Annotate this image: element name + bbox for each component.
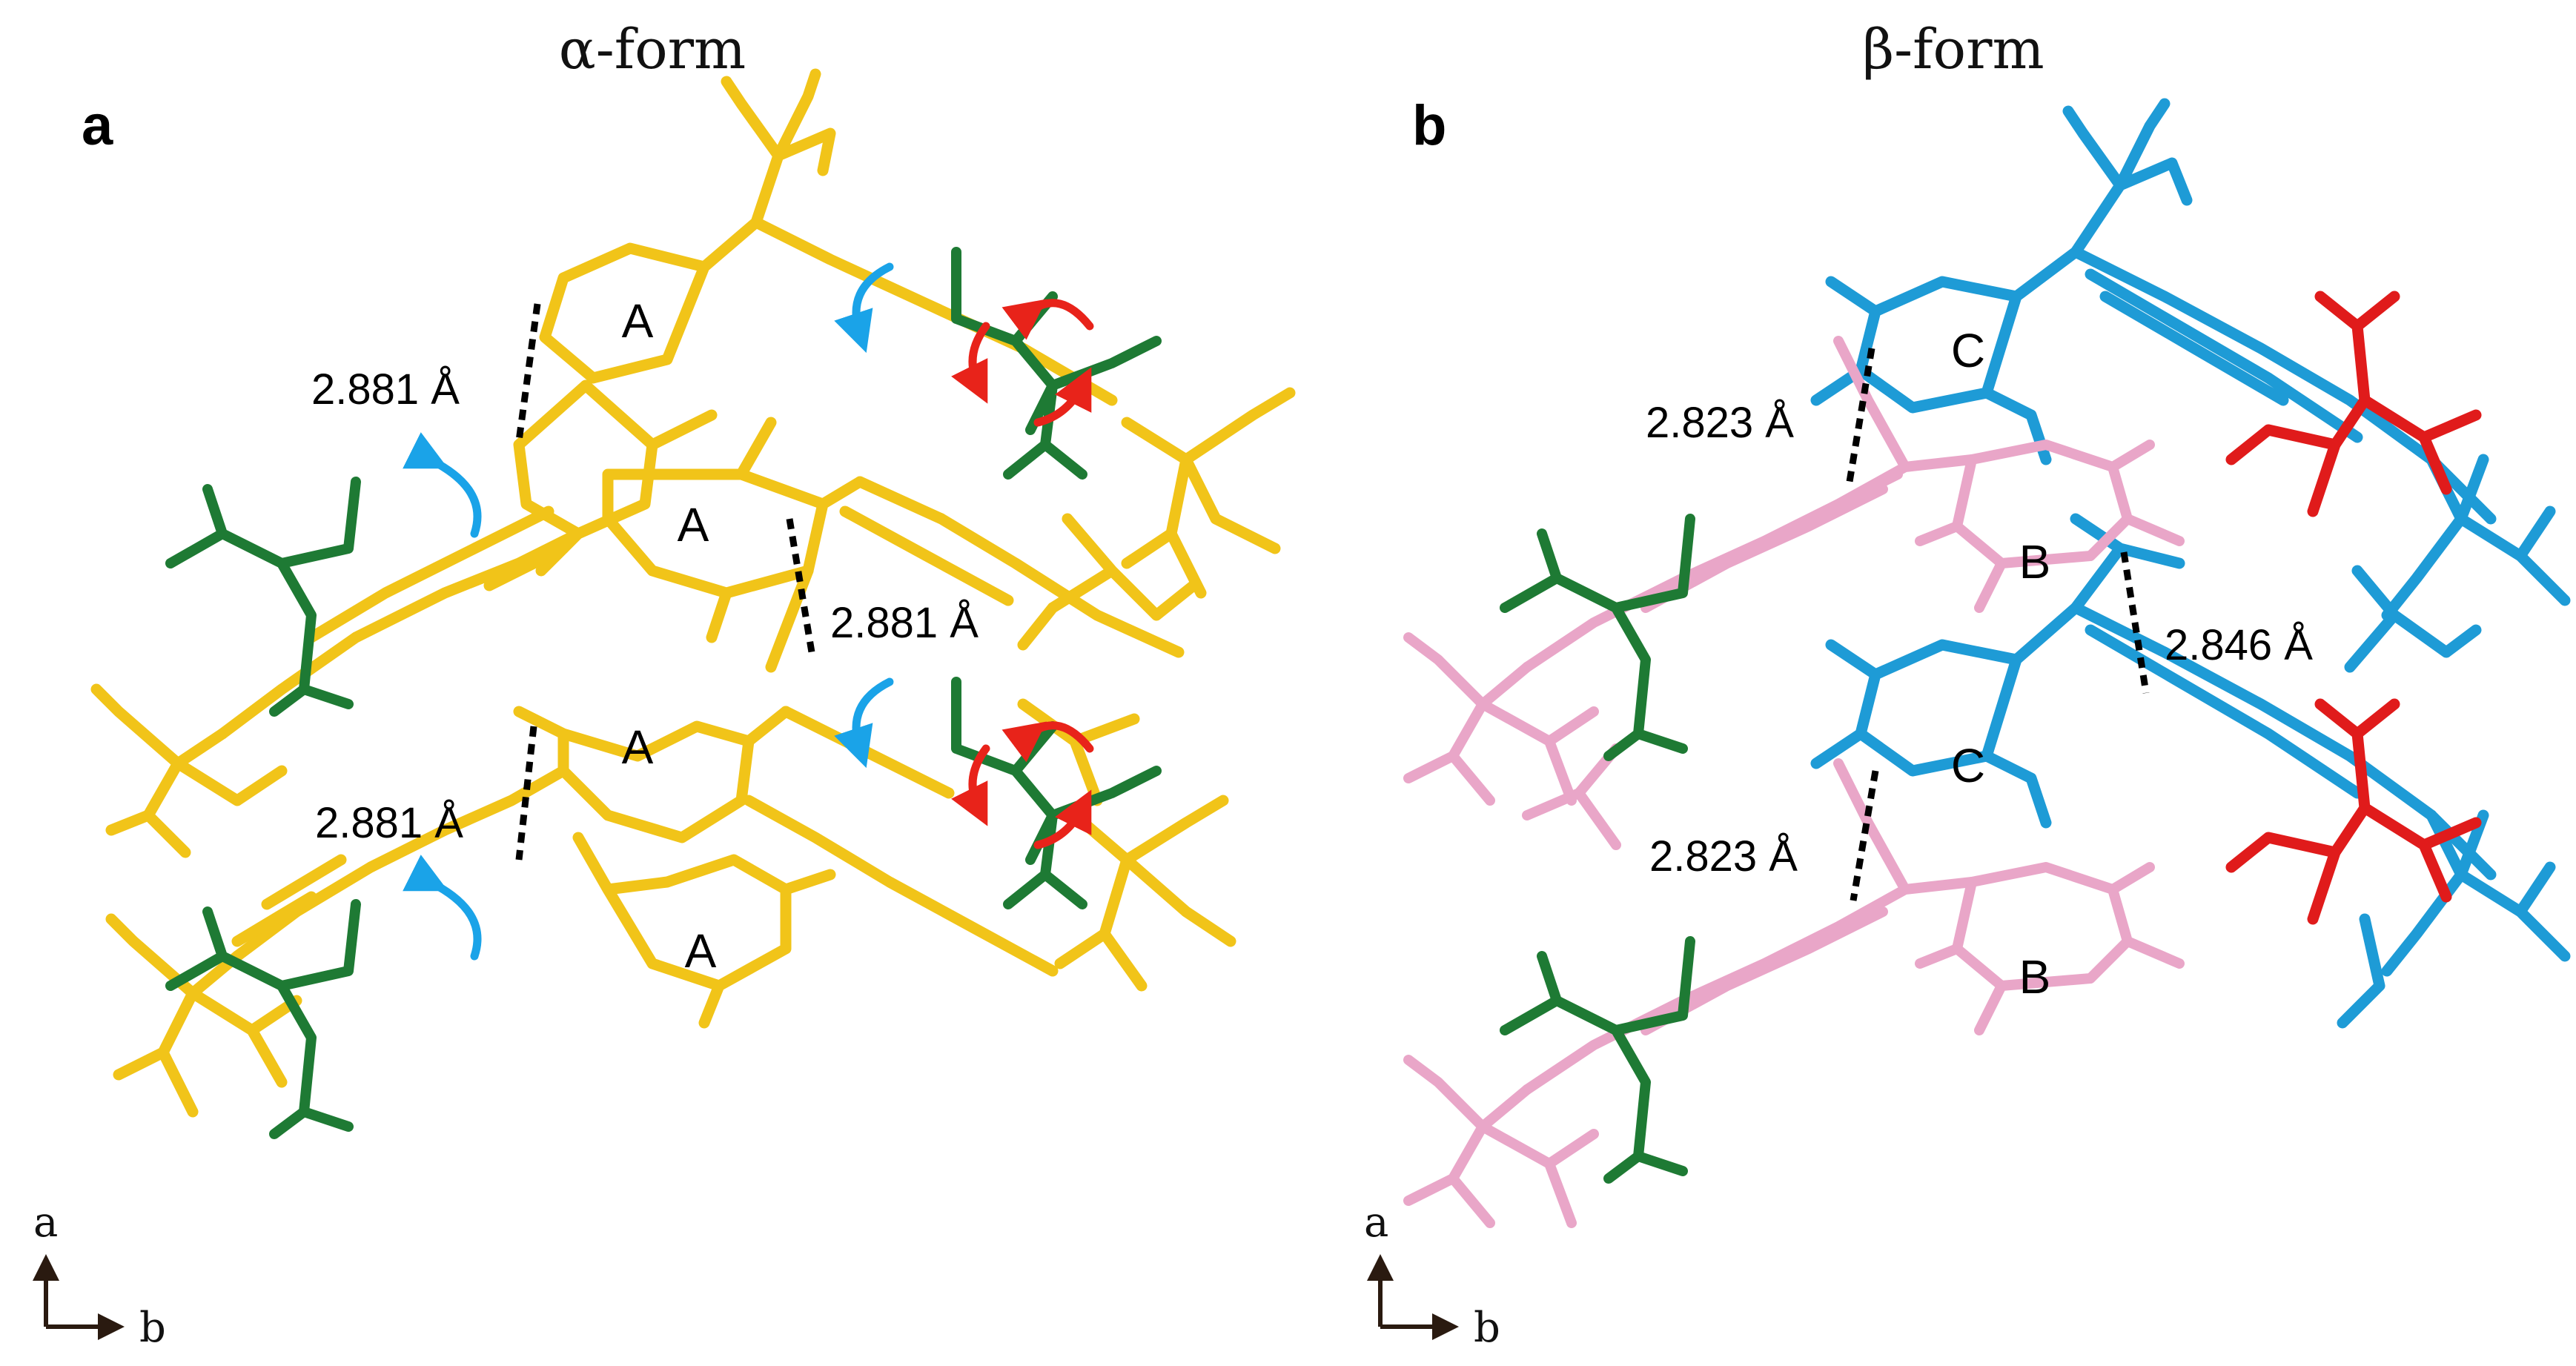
alpha-rotation-arrows xyxy=(403,262,1094,961)
beta-hydrogen-bonds xyxy=(1846,348,2150,901)
rotation-arrow-red-2 xyxy=(951,322,990,404)
alpha-distance-label-3: 2.881 Å xyxy=(315,799,463,847)
rotation-arrow-blue-2 xyxy=(834,677,894,769)
beta-axis-indicator: a b xyxy=(1364,1198,1500,1352)
rotation-arrow-red-6 xyxy=(1033,789,1092,849)
alpha-ring-label-2: A xyxy=(678,498,709,551)
beta-ring-label-1: C xyxy=(1951,324,1985,377)
beta-ring-label-2: B xyxy=(2019,535,2051,588)
alpha-axis-b-label: b xyxy=(139,1304,166,1352)
alpha-ring-label-1: A xyxy=(622,294,654,348)
beta-ring-label-4: B xyxy=(2019,950,2051,1004)
alpha-yellow-framework xyxy=(90,68,1296,1118)
panel-b: β-form b xyxy=(1364,18,2571,1352)
rotation-arrow-red-1 xyxy=(1001,299,1094,340)
rotation-arrow-red-5 xyxy=(951,744,990,826)
rotation-arrow-red-4 xyxy=(1001,721,1094,763)
alpha-hbond-3 xyxy=(515,726,537,861)
beta-pink-molecules xyxy=(1403,336,2185,1228)
rotation-arrow-blue-1 xyxy=(834,262,894,354)
rotation-arrow-red-3 xyxy=(1033,367,1092,427)
beta-ring-label-3: C xyxy=(1951,739,1985,792)
beta-hbond-1 xyxy=(1846,348,1875,483)
alpha-hbond-2 xyxy=(786,518,815,653)
beta-distance-label-1: 2.823 Å xyxy=(1646,399,1794,447)
rotation-arrow-blue-4 xyxy=(403,855,482,961)
alpha-hydrogen-bonds xyxy=(515,303,815,861)
rotation-arrow-blue-3 xyxy=(403,432,482,538)
beta-distance-label-2: 2.846 Å xyxy=(2165,621,2313,669)
beta-blue-molecule-upper xyxy=(1810,98,2571,621)
beta-distance-label-3: 2.823 Å xyxy=(1649,832,1798,881)
alpha-ring-label-4: A xyxy=(685,924,717,978)
beta-green-tBu xyxy=(1500,514,1695,1184)
beta-red-tBu xyxy=(2225,291,2482,925)
beta-form-title: β-form xyxy=(1862,18,2044,82)
beta-axis-a-label: a xyxy=(1364,1198,1388,1247)
alpha-hbond-1 xyxy=(515,303,541,442)
beta-blue-molecule-lower xyxy=(1810,513,2571,1029)
panel-b-letter: b xyxy=(1412,94,1446,157)
panel-a: α-form a xyxy=(33,18,1296,1352)
alpha-axis-a-label: a xyxy=(33,1198,58,1247)
alpha-axis-indicator: a b xyxy=(33,1198,166,1352)
alpha-form-title: α-form xyxy=(559,18,746,82)
panel-a-letter: a xyxy=(82,94,113,157)
beta-axis-b-label: b xyxy=(1474,1304,1500,1352)
beta-hbond-3 xyxy=(1850,770,1879,901)
beta-hbond-2 xyxy=(2120,551,2150,694)
alpha-distance-label-1: 2.881 Å xyxy=(311,365,460,414)
alpha-ring-label-3: A xyxy=(622,720,654,774)
alpha-distance-label-2: 2.881 Å xyxy=(830,599,979,647)
